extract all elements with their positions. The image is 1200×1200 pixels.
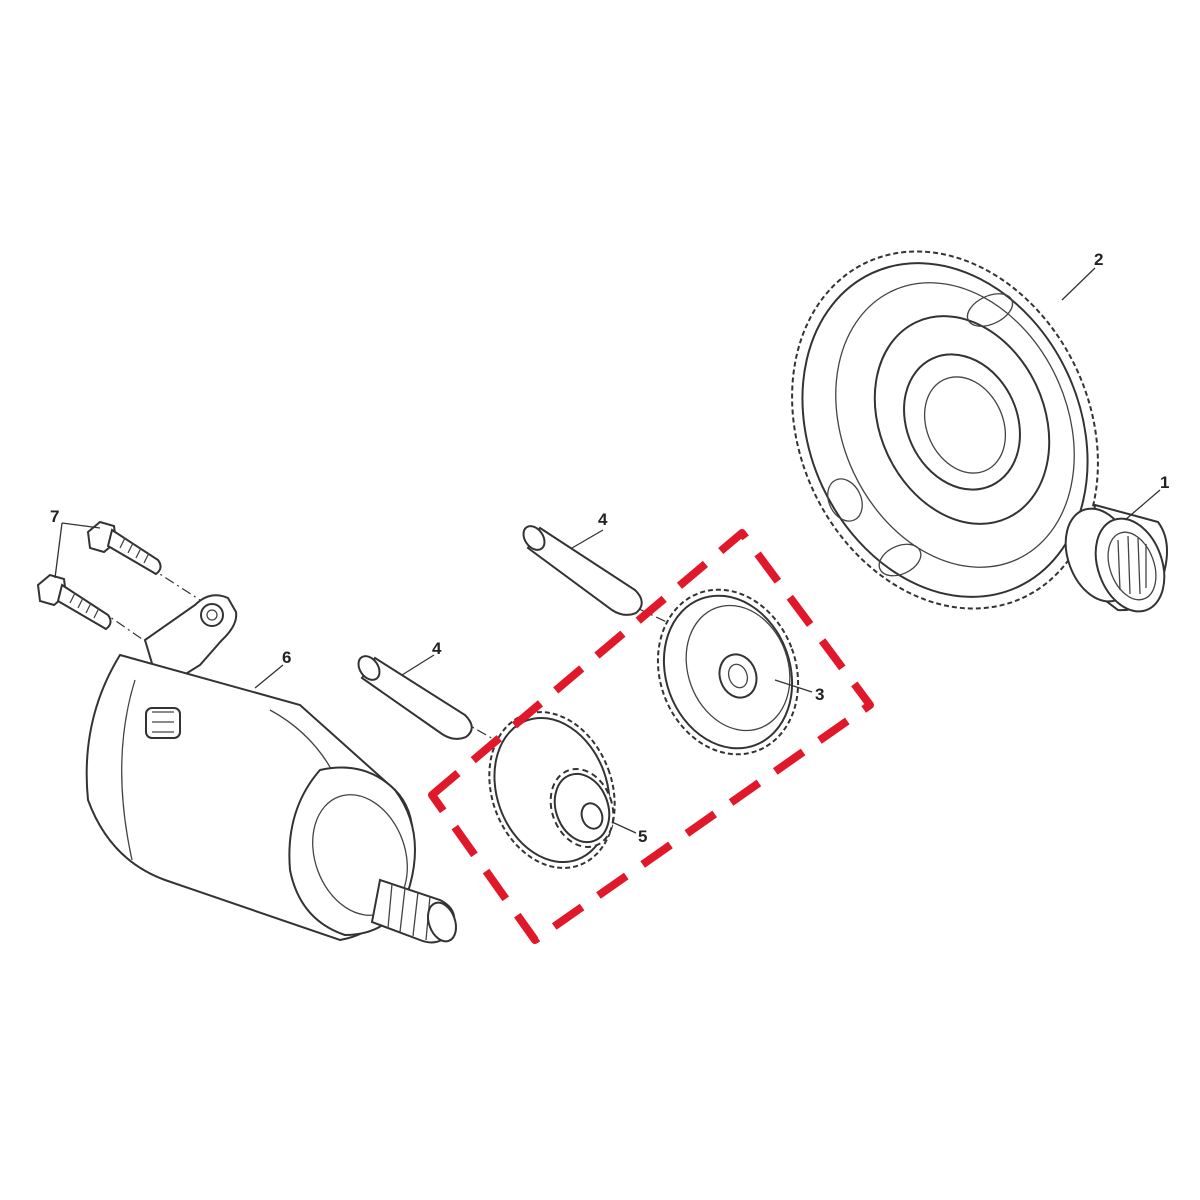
callout-5: 5: [638, 827, 647, 846]
double-gear: [488, 711, 616, 869]
callouts: 1 2 3 4 4 5 6 7: [50, 250, 1169, 846]
ring-gear: [791, 250, 1099, 610]
highlight-box: [428, 529, 874, 944]
bolt-lower: [36, 573, 112, 631]
callout-3: 3: [815, 685, 824, 704]
needle-bearing: [1064, 503, 1169, 613]
callout-1: 1: [1160, 473, 1169, 492]
callout-4-lower: 4: [432, 639, 442, 658]
pin-upper: [522, 525, 643, 616]
callout-2: 2: [1094, 250, 1103, 269]
leader-lines: [54, 267, 1161, 834]
starter-motor: [85, 594, 458, 944]
callout-4-upper: 4: [598, 510, 608, 529]
bolt-upper: [86, 520, 162, 576]
idler-gear: [656, 588, 800, 756]
pin-lower: [357, 655, 473, 740]
callout-7: 7: [50, 507, 59, 526]
callout-6: 6: [282, 648, 291, 667]
